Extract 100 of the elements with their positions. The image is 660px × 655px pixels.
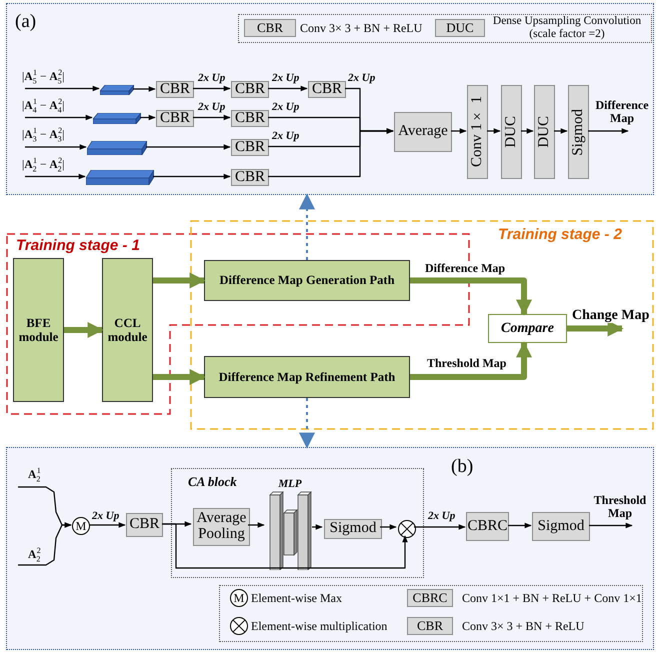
arrow [414, 524, 466, 530]
flow-arrow [410, 278, 532, 316]
arrow [248, 522, 265, 528]
arrow [487, 128, 501, 134]
edge-label: |A$_{4}$$^{1}$ − A$_{4}$$^{2}$| [22, 100, 64, 113]
legend-sample: CBRC [407, 589, 453, 607]
cbr-block [231, 169, 269, 186]
sigmoid-block [532, 512, 590, 541]
flow-arrow [410, 341, 532, 380]
flow-arrow [153, 369, 206, 385]
block-label: Sigmod [570, 108, 586, 156]
arrow [380, 524, 397, 530]
edge-label: 2x Up [428, 510, 456, 522]
edge-label: Threshold Map [592, 494, 648, 520]
edge-label: Difference Map [424, 262, 506, 276]
arrow [133, 86, 156, 92]
edge-label: 2x Up [92, 510, 120, 522]
arrow [268, 86, 308, 92]
arrow [451, 128, 467, 134]
panel-label: (a) [15, 11, 36, 33]
edge-label: |A$_{2}$$^{1}$ − A$_{2}$$^{2}$| [22, 159, 64, 172]
dotted-arrow [299, 193, 315, 260]
flow-arrow [64, 322, 104, 338]
block-label: Difference Map Refinement Path [218, 370, 396, 384]
arrow [193, 114, 231, 120]
legend-text: Conv 1×1 + BN + ReLU + Conv 1×1 [462, 592, 642, 606]
block-label: MLP [277, 478, 303, 490]
edge-label: |A$_{3}$$^{1}$ − A$_{3}$$^{2}$| [22, 129, 64, 142]
arrow [25, 114, 93, 120]
block-label: Average [398, 124, 448, 140]
cbr-block [231, 81, 269, 98]
edge-label: |A$_{5}$$^{1}$ − A$_{5}$$^{2}$| [22, 71, 64, 84]
arrow [589, 522, 633, 528]
edge-label: 2x Up [272, 101, 300, 114]
detail-panel [6, 447, 654, 650]
block-label: CBR [234, 140, 265, 156]
legend-text: Conv 3× 3 + BN + ReLU [300, 22, 422, 36]
cbr-block [126, 513, 163, 537]
block-label: DUC [536, 116, 552, 148]
legend-text: Element-wise Max [251, 592, 342, 606]
edge-label: 2x Up [272, 72, 300, 84]
block-label: CBR [234, 170, 265, 186]
path-box [204, 260, 410, 301]
attention-block [171, 468, 424, 578]
arrow [588, 128, 629, 134]
arrow [521, 128, 534, 134]
edge-label: Change Map [571, 308, 650, 324]
cbr-block [231, 110, 269, 127]
stage-title: Training stage - 1 [16, 237, 140, 254]
legend-sample: CBR [244, 19, 296, 37]
duc-block [534, 85, 555, 179]
block-title: CA block [188, 474, 237, 490]
legend-sample: CBR [407, 617, 453, 635]
multiply-operator-circle [398, 520, 416, 538]
block-label: Difference Map Generation Path [219, 273, 395, 288]
block-label: Compare [501, 320, 554, 336]
block-label: Sigmod [538, 518, 584, 534]
sigmoid-block [324, 519, 382, 539]
flow-arrow [153, 272, 206, 288]
module-box [13, 258, 64, 402]
compare-box [488, 314, 567, 343]
conv-block [467, 85, 488, 179]
flow-arrow [567, 320, 624, 336]
block-label: CBR [234, 82, 265, 98]
edge-label: 2x Up [272, 130, 300, 142]
block-label: CBR [312, 82, 342, 98]
arrow [554, 128, 568, 134]
cbrc-block [466, 512, 509, 541]
edge-label: 2x Up [348, 72, 376, 84]
block-label: DUC [504, 116, 520, 148]
legend-text: Dense Upsampling Convolution (scale factor =2) [492, 15, 642, 40]
panel-label: (b) [451, 456, 474, 478]
sigmoid-block [568, 85, 589, 179]
arrow [140, 114, 156, 120]
edge-label: Difference Map [594, 99, 650, 126]
arrow [18, 522, 72, 566]
arrow [268, 128, 394, 178]
block-label: CBRC [467, 518, 508, 534]
arrow [89, 522, 126, 528]
legend-text: Element-wise multiplication [251, 620, 388, 634]
cbr-block [156, 81, 194, 98]
block-label: M [76, 518, 86, 534]
arrow [508, 522, 532, 528]
edge-label: 2x Up [198, 101, 226, 114]
arrow [146, 144, 231, 150]
block-label: BFE module [18, 316, 60, 344]
cbr-block [231, 139, 269, 156]
arrow [193, 86, 231, 92]
arrow [162, 523, 408, 569]
legend-sample: DUC [435, 19, 485, 37]
arrow [153, 174, 231, 180]
legend-text: Conv 3× 3 + BN + ReLU [462, 620, 584, 634]
arrow [312, 524, 323, 530]
block-label: Conv 1× 1 [470, 96, 486, 168]
block-label: CCL module [106, 316, 148, 344]
block-label: Sigmod [330, 521, 376, 537]
cbr-block [308, 81, 346, 98]
stage-title: Training stage - 2 [498, 226, 622, 243]
arrow [25, 144, 87, 150]
edge-label: 2x Up [198, 72, 226, 84]
